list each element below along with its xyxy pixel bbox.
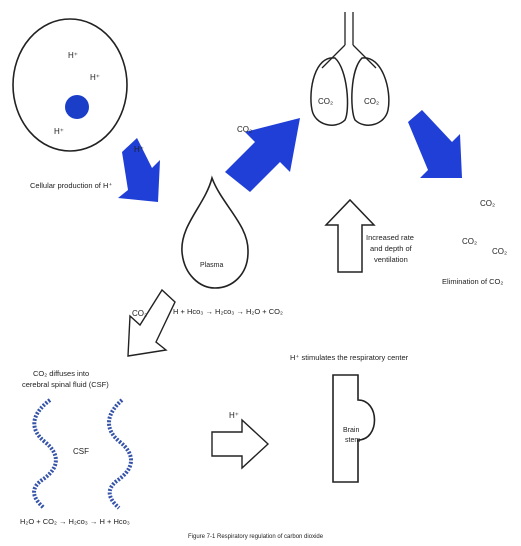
cell-nucleus: [65, 95, 89, 119]
cell-ion-3: H⁺: [54, 127, 64, 136]
ventilation-label-3: ventilation: [374, 255, 408, 264]
arrow-lungs-to-elimination: [408, 110, 462, 178]
elimination-caption: Elimination of CO₂: [442, 277, 503, 286]
arrow-plasma-lungs-label: CO₂: [237, 125, 252, 134]
csf-diffuse-label-2: cerebral spinal fluid (CSF): [22, 380, 109, 389]
brain-stimulates-label: H⁺ stimulates the respiratory center: [290, 353, 409, 362]
arrow-csf-brain-label: H⁺: [229, 411, 239, 420]
figure-caption: Figure 7-1 Respiratory regulation of car…: [188, 534, 324, 540]
plasma-equation: H + Hco₃ → H₂co₃ → H₂O + CO₂: [173, 307, 283, 316]
elimination-co2-a: CO₂: [480, 199, 495, 208]
plasma-label: Plasma: [200, 262, 223, 269]
csf-wave-right: [109, 400, 131, 508]
right-lung: [352, 58, 389, 125]
cell: H⁺ H⁺ H⁺: [13, 19, 127, 151]
csf-equation: H₂O + CO₂ → H₂co₃ → H + Hco₃: [20, 517, 130, 526]
elimination-co2-b: CO₂: [462, 237, 477, 246]
csf-diffuse-label-1: CO₂ diffuses into: [33, 369, 89, 378]
ventilation-label-2: and depth of: [370, 244, 413, 253]
plasma-drop: [182, 178, 248, 288]
left-lung-label: CO₂: [318, 97, 333, 106]
arrow-plasma-to-csf: [128, 290, 175, 356]
cell-ion-1: H⁺: [68, 51, 78, 60]
cell-ion-2: H⁺: [90, 73, 100, 82]
right-lung-label: CO₂: [364, 97, 379, 106]
left-lung: [311, 58, 348, 125]
csf-wave-left: [34, 400, 56, 508]
ventilation-label-1: Increased rate: [366, 233, 414, 242]
arrow-cell-plasma-label: H⁺: [134, 145, 144, 154]
lungs: CO₂ CO₂: [311, 12, 389, 125]
cell-membrane: [13, 19, 127, 151]
elimination-co2-c: CO₂: [492, 247, 507, 256]
csf-label: CSF: [73, 447, 89, 456]
brain-label-2: stem: [345, 437, 360, 444]
brain-label-1: Brain: [343, 427, 359, 434]
trachea: [322, 12, 376, 68]
cell-caption: Cellular production of H⁺: [30, 181, 112, 190]
arrow-csf-to-brain: [212, 420, 268, 468]
